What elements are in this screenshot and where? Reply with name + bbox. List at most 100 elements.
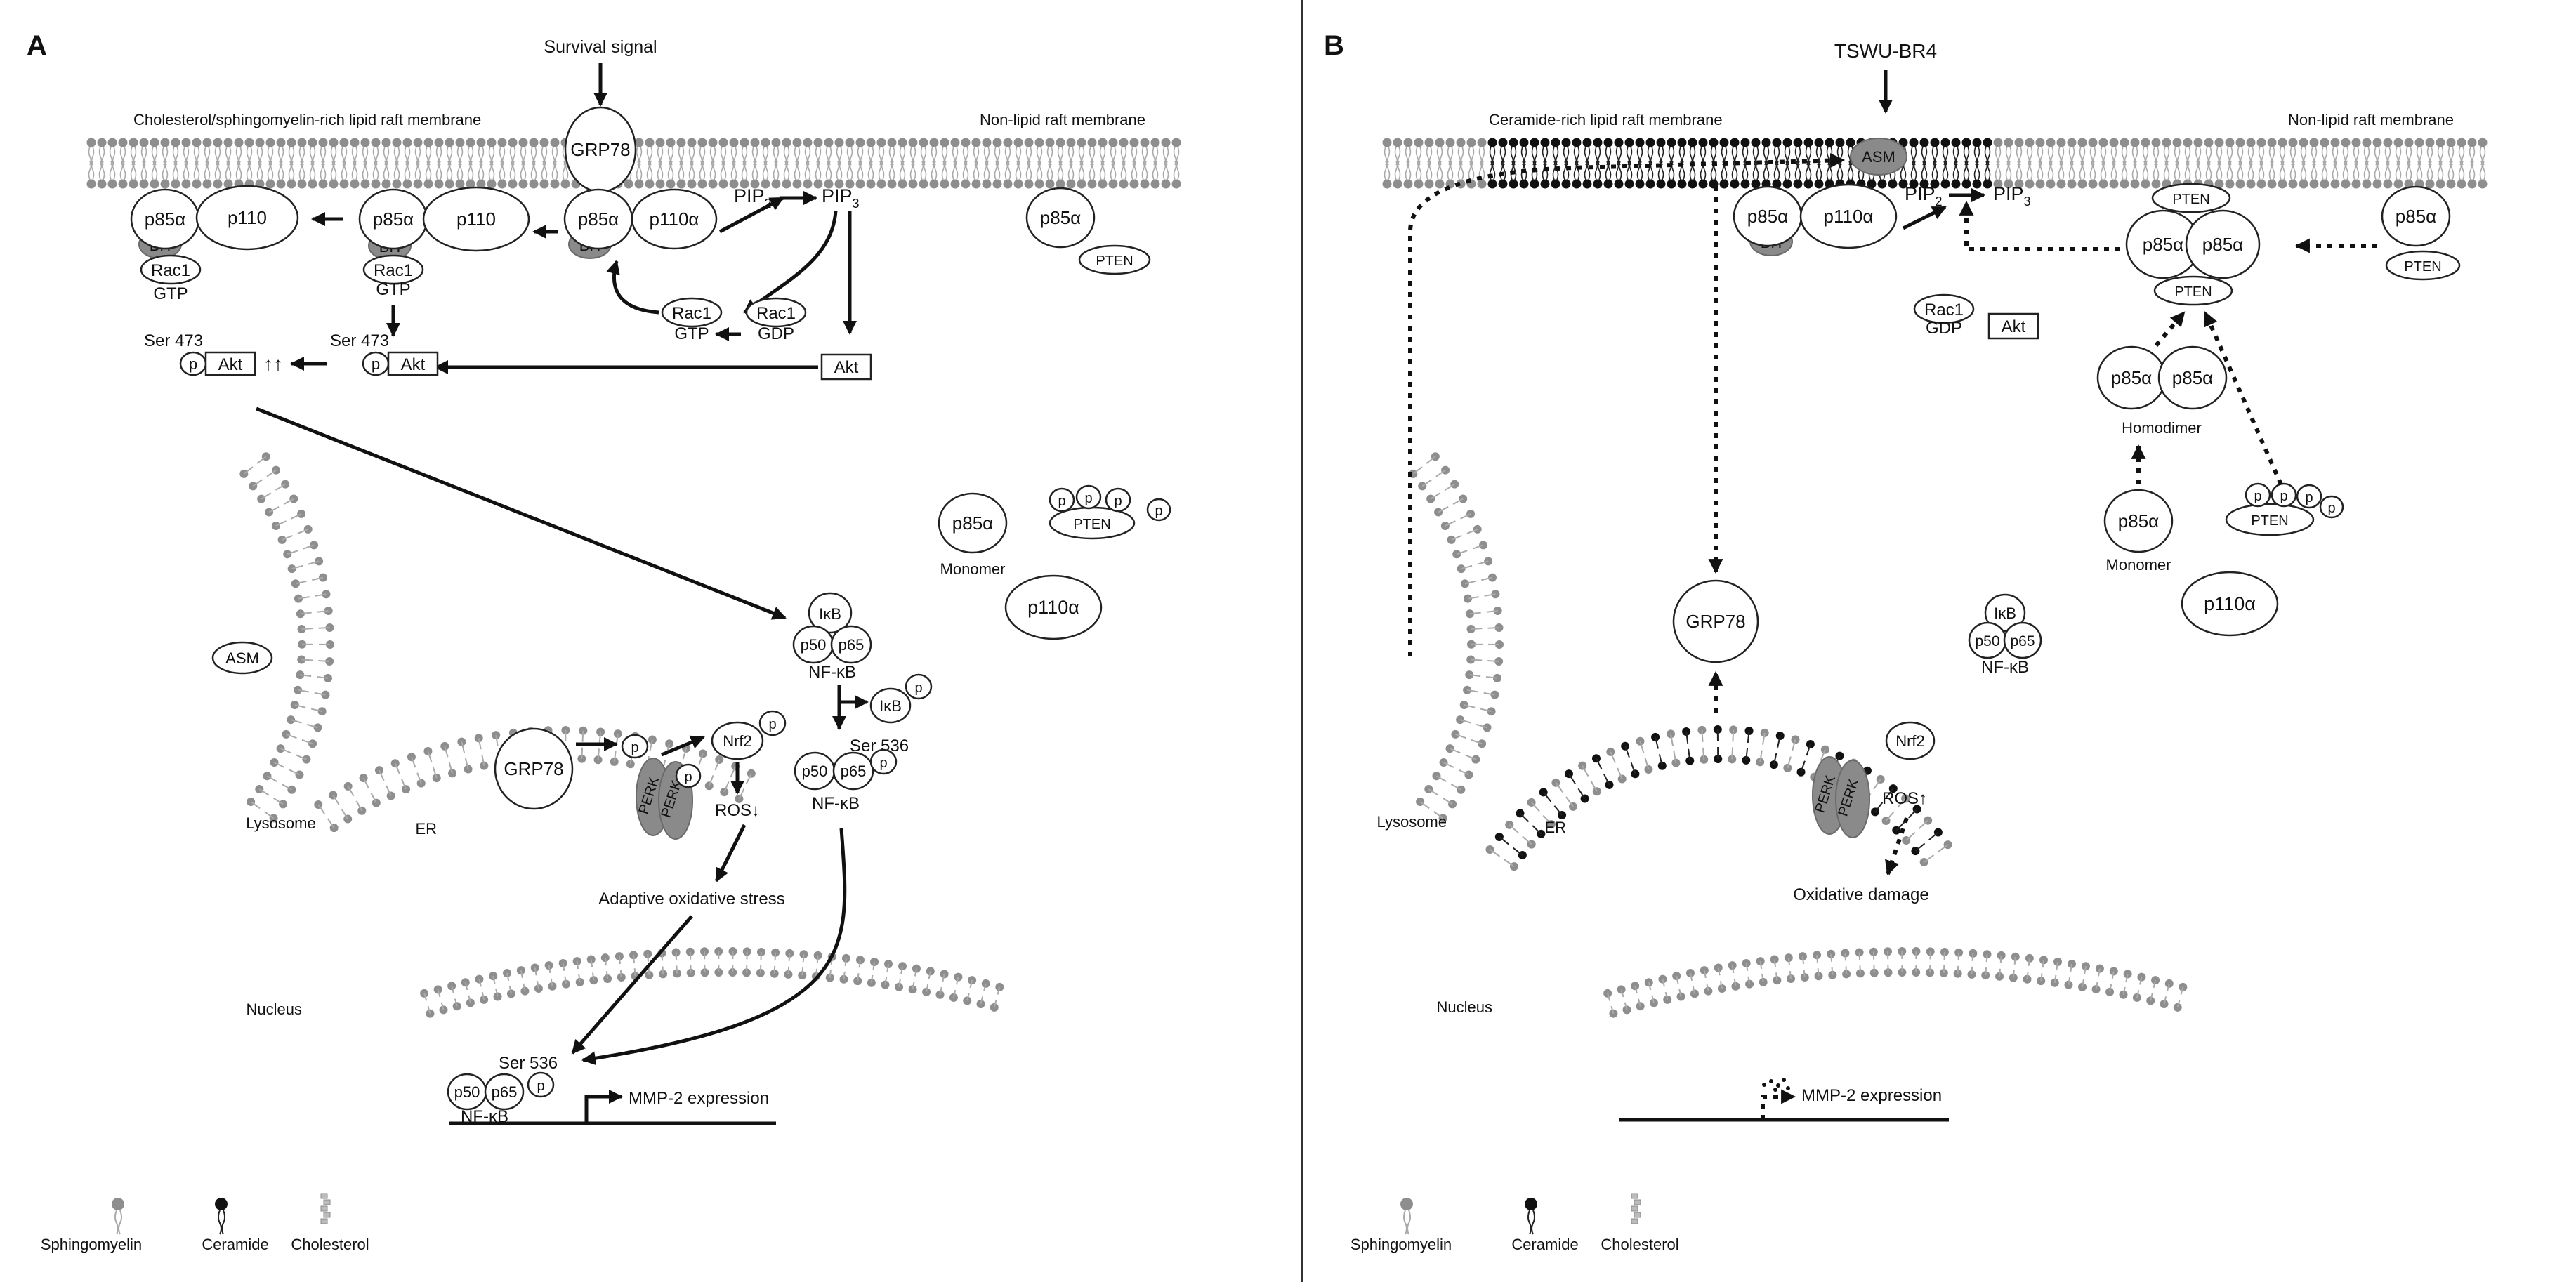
p65-active-label: p65 bbox=[841, 762, 867, 780]
lysosome-label-a: Lysosome bbox=[246, 814, 315, 832]
ikb-phospho-label: p bbox=[914, 680, 922, 696]
homodimer-label: Homodimer bbox=[2122, 419, 2202, 437]
pakt-to-nfkb-arrow bbox=[256, 407, 787, 620]
p65-phospho bbox=[869, 748, 898, 775]
legend-sphingomyelin-b: Sphingomyelin bbox=[1351, 1236, 1452, 1253]
mmp2-label-a: MMP-2 expression bbox=[629, 1089, 769, 1108]
asm-lysosome-label: ASM bbox=[225, 649, 259, 667]
p110-subunit-2 bbox=[422, 186, 530, 252]
promoter-arrow-b bbox=[1761, 1089, 1796, 1120]
pten-p-2 bbox=[1075, 484, 1102, 510]
perk-to-nrf2-arrow bbox=[661, 735, 705, 757]
pten-p-4 bbox=[1146, 498, 1171, 522]
pten-nonraft-b-label: PTEN bbox=[2404, 259, 2441, 275]
perk-b-2 bbox=[1835, 760, 1870, 838]
rac1-gdp-b-label: Rac1 bbox=[1924, 300, 1964, 319]
grp78-b bbox=[1672, 579, 1759, 663]
nfkb-inactive-label: NF-κB bbox=[808, 663, 856, 682]
perk-p-1-label: p bbox=[631, 740, 638, 755]
p65-inactive bbox=[830, 625, 872, 664]
p85a-homodimer-right-label: p85α bbox=[2172, 367, 2213, 388]
p85a-monomer-b bbox=[2103, 489, 2174, 553]
p85a-dimer-right-label: p85α bbox=[2202, 234, 2243, 255]
nrf2-phospho-label: p bbox=[768, 717, 776, 732]
p110-label-1: p110 bbox=[228, 207, 267, 228]
rac1-gtp-node bbox=[661, 297, 723, 328]
pten-p-1 bbox=[1049, 487, 1075, 513]
p65-nucleus bbox=[484, 1073, 525, 1111]
pip2-label: PIP2 bbox=[734, 185, 772, 211]
nrf2-node bbox=[711, 721, 764, 760]
pten-b-p-4-label: p bbox=[2327, 501, 2335, 516]
nfkb-active-label: NF-κB bbox=[812, 794, 860, 813]
nfkb-b-label: NF-κB bbox=[1981, 658, 2029, 677]
pten-nonraft-b bbox=[2385, 250, 2461, 281]
ser536-label-2: Ser 536 bbox=[499, 1054, 558, 1073]
legend-sphingomyelin-a: Sphingomyelin bbox=[41, 1236, 142, 1253]
grp78-er bbox=[494, 727, 574, 810]
pten-bottom-label: PTEN bbox=[2174, 284, 2212, 300]
grp78-b-label: GRP78 bbox=[1685, 611, 1745, 632]
pten-b-p-1-label: p bbox=[2254, 489, 2261, 504]
p85a-monomer-label: p85α bbox=[952, 513, 993, 534]
akt-box-1-label: Akt bbox=[218, 355, 243, 374]
mmp2-label-b: MMP-2 expression bbox=[1801, 1086, 1942, 1105]
pten-p-4-label: p bbox=[1155, 503, 1162, 519]
nucleus-label-b: Nucleus bbox=[1437, 998, 1492, 1016]
akt-box-label: Akt bbox=[834, 358, 859, 377]
p110-subunit-1 bbox=[195, 185, 299, 251]
rac1-2 bbox=[362, 254, 424, 285]
p110-label-2: p110 bbox=[456, 209, 496, 230]
akt-box bbox=[820, 353, 872, 381]
p85a-homodimer-left-label: p85α bbox=[2111, 367, 2152, 388]
nrf2-phospho bbox=[758, 710, 787, 736]
p85a-dimer-right bbox=[2185, 209, 2261, 279]
p85a-homodimer-right bbox=[2157, 345, 2228, 410]
p50-active-label: p50 bbox=[802, 762, 828, 780]
rac1-gtp-node-label: Rac1 bbox=[672, 304, 711, 323]
rac1-gtp-state: GTP bbox=[674, 324, 709, 343]
rac1-gdp-node bbox=[745, 297, 807, 328]
rac1-gdp-b bbox=[1913, 293, 1975, 324]
pten-b-p-3 bbox=[2296, 484, 2322, 509]
asm-lysosome bbox=[211, 641, 273, 675]
akt-box-2 bbox=[387, 351, 439, 376]
p85a-nonraft-label: p85α bbox=[1040, 207, 1081, 228]
pten-b-p-2 bbox=[2271, 482, 2297, 508]
ceramide-raft-label: Ceramide-rich lipid raft membrane bbox=[1489, 111, 1723, 128]
grp78-receptor-label: GRP78 bbox=[570, 139, 630, 160]
rac1-label-1: Rac1 bbox=[151, 261, 190, 280]
nrf2-node-label: Nrf2 bbox=[723, 732, 752, 750]
p65-nucleus-phospho bbox=[527, 1071, 555, 1098]
pten-p-2-label: p bbox=[1084, 491, 1092, 506]
akt-up-arrows: ↑↑ bbox=[263, 353, 283, 375]
non-raft-membrane-label-b: Non-lipid raft membrane bbox=[2288, 111, 2454, 128]
legend-b: Sphingomyelin Ceramide Cholesterol bbox=[1351, 1193, 1679, 1253]
ser473-label-2: Ser 473 bbox=[330, 331, 389, 350]
legend-cholesterol-a: Cholesterol bbox=[291, 1236, 369, 1253]
adaptive-stress-label: Adaptive oxidative stress bbox=[598, 890, 784, 908]
akt-box-b bbox=[1987, 312, 2039, 340]
pten-b-p-4 bbox=[2319, 495, 2344, 519]
rac1-label-2: Rac1 bbox=[374, 261, 413, 280]
p65-inactive-label: p65 bbox=[839, 636, 865, 654]
p85a-label-1: p85α bbox=[145, 209, 185, 230]
pten-top bbox=[2151, 183, 2231, 213]
p110a-b bbox=[1799, 183, 1898, 249]
ros-down-label: ROS↓ bbox=[715, 801, 760, 820]
nrf2-b bbox=[1885, 721, 1936, 760]
pten-to-complex-arrow bbox=[2203, 311, 2283, 486]
p110a-free bbox=[1004, 574, 1103, 640]
p85a-monomer-b-label: p85α bbox=[2118, 510, 2159, 531]
pten-phospho-b-label: PTEN bbox=[2251, 513, 2288, 529]
perk-p-2 bbox=[675, 763, 702, 788]
pten-b-p-3-label: p bbox=[2305, 490, 2313, 505]
p85a-b-label: p85α bbox=[1747, 206, 1788, 227]
p110a-subunit-3 bbox=[631, 188, 718, 250]
p65-nucleus-label: p65 bbox=[492, 1083, 518, 1101]
p110a-label-3: p110α bbox=[650, 209, 699, 230]
p110a-free-b-label: p110α bbox=[2204, 593, 2256, 614]
rac1-gtp-to-bh-arrow bbox=[606, 260, 659, 315]
er-label-b: ER bbox=[1544, 819, 1566, 836]
er-label-a: ER bbox=[415, 820, 437, 838]
